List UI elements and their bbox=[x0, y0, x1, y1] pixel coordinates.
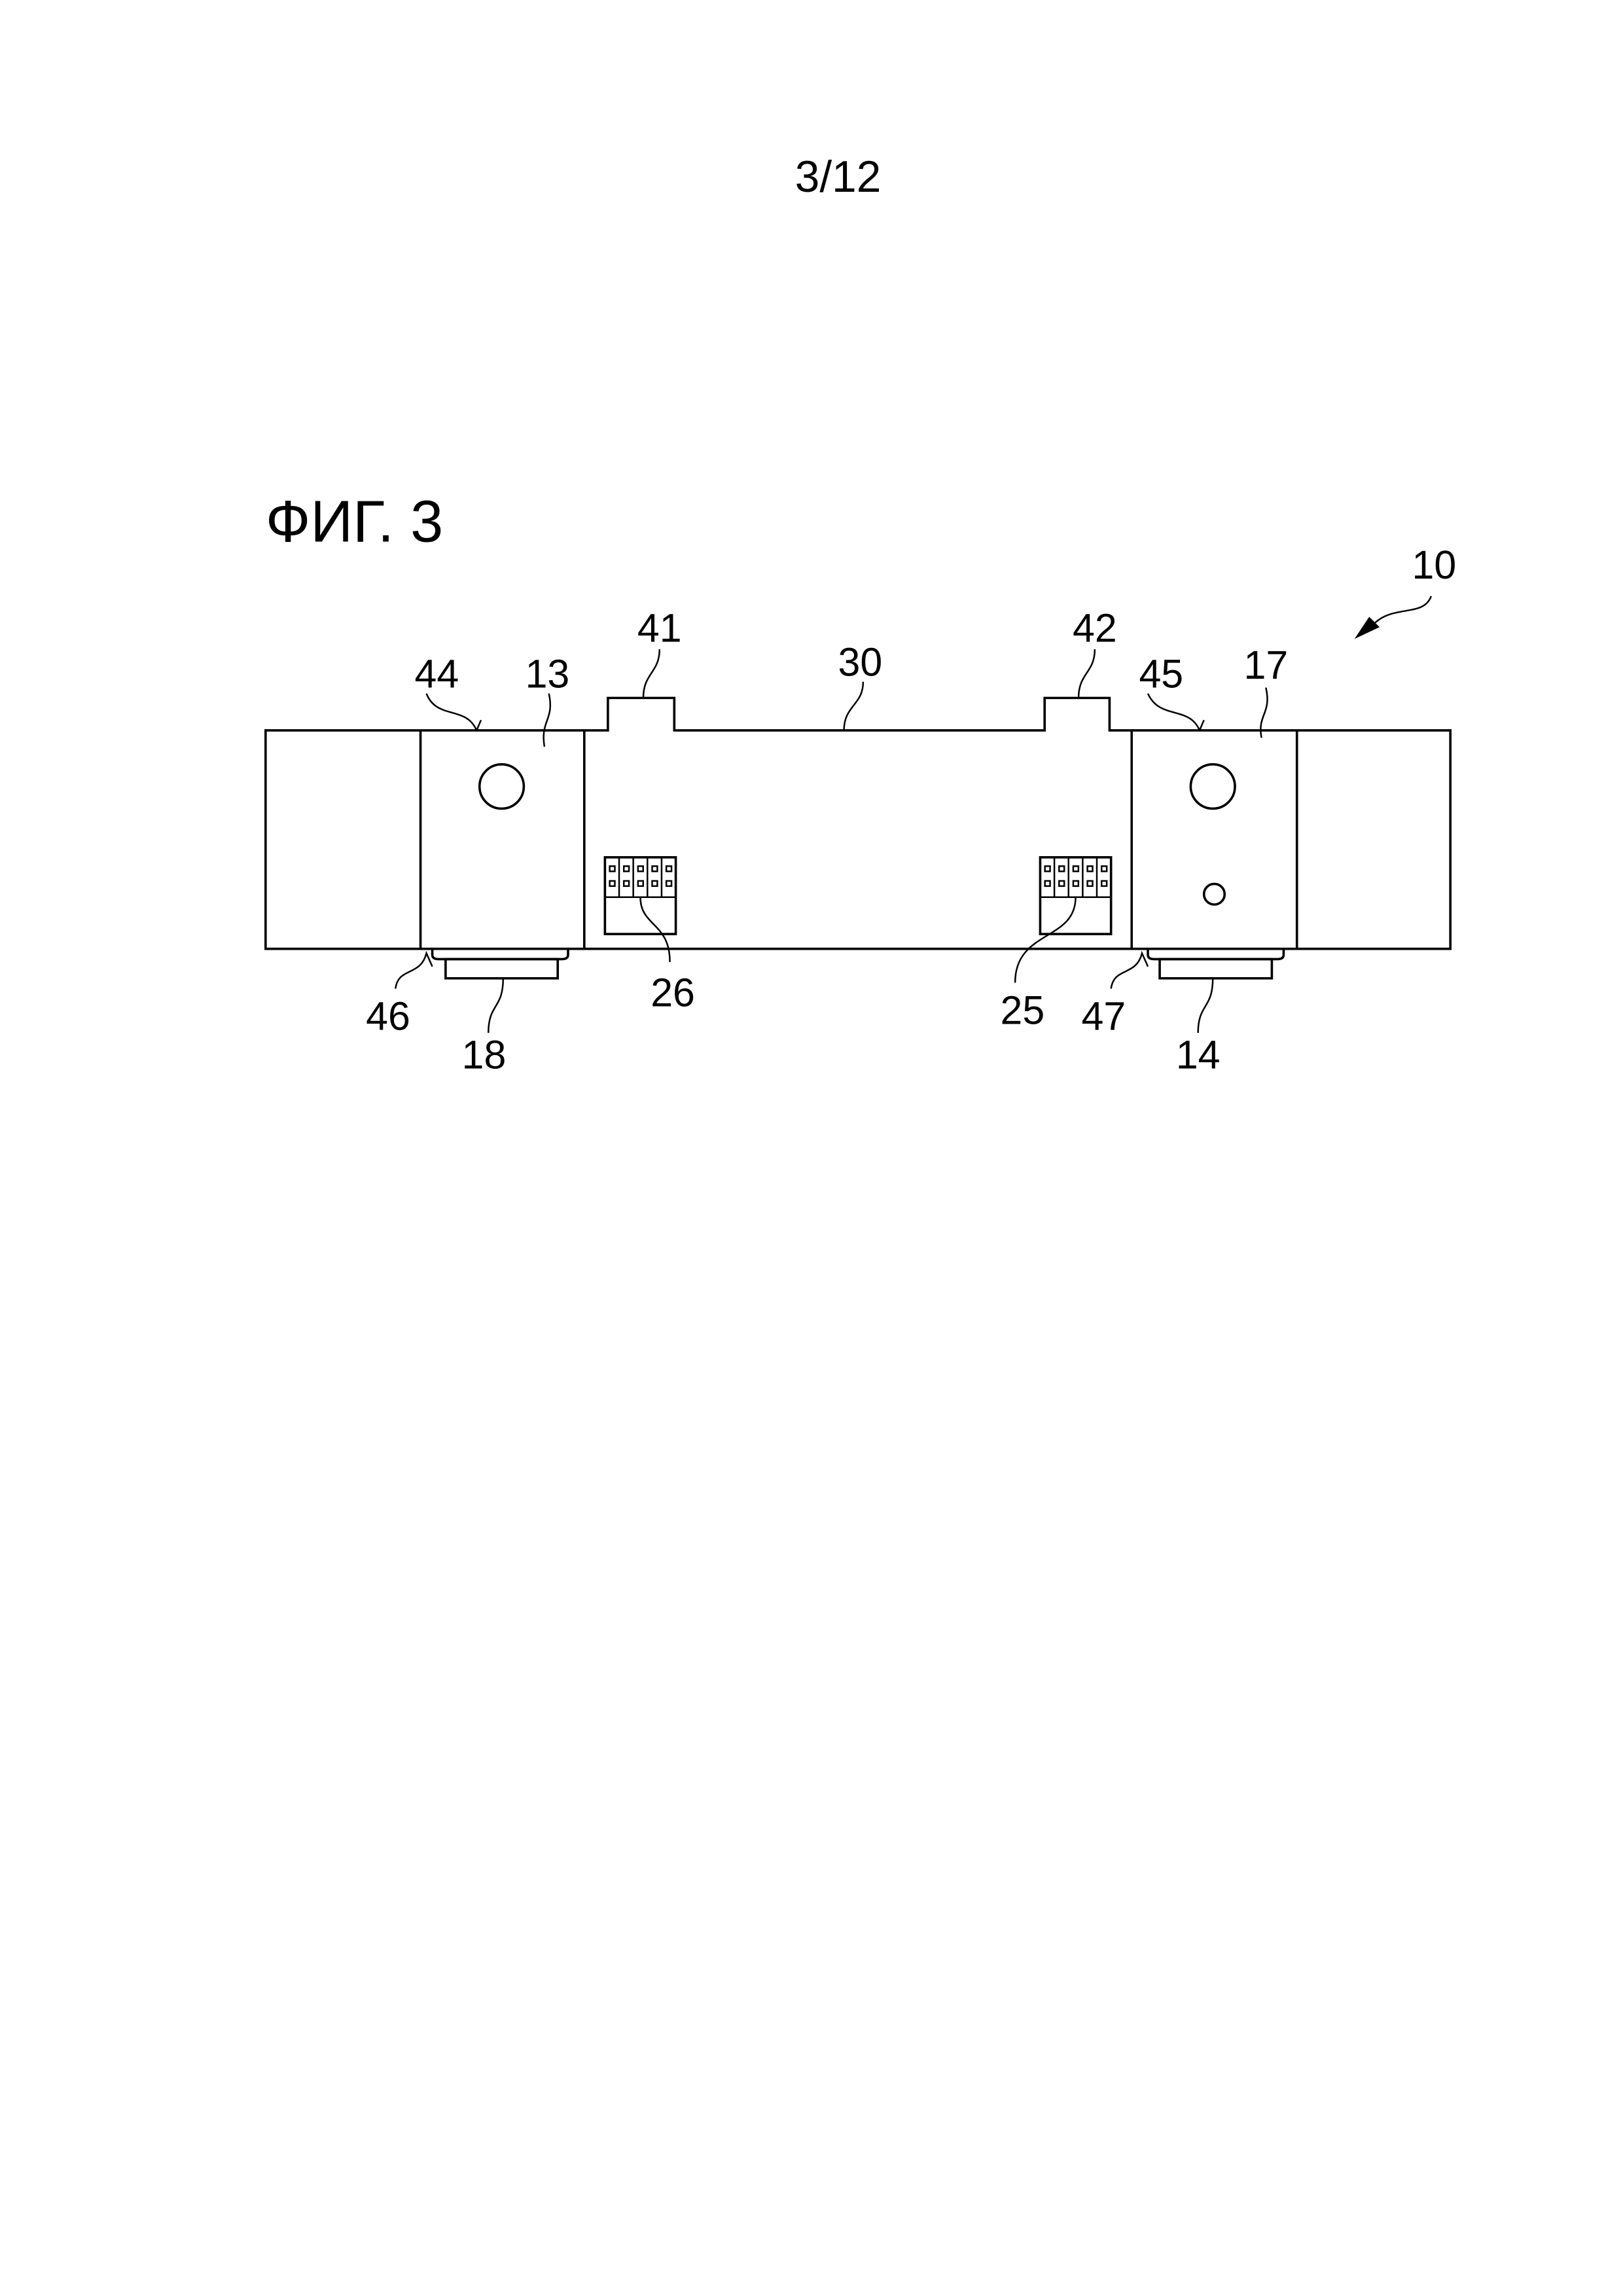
terminal-pin bbox=[1058, 880, 1065, 888]
terminal-pin bbox=[665, 880, 673, 888]
leader-17 bbox=[1260, 687, 1268, 738]
terminal-block-right bbox=[1039, 856, 1113, 935]
label-26: 26 bbox=[651, 971, 695, 1015]
connector-left-flange bbox=[431, 948, 569, 961]
label-18: 18 bbox=[462, 1032, 507, 1077]
terminal-pin bbox=[651, 880, 658, 888]
leader-45 bbox=[1147, 693, 1205, 731]
hole-right bbox=[1189, 763, 1236, 810]
terminal-pin bbox=[1072, 865, 1080, 872]
leader-44 bbox=[425, 693, 482, 731]
leader-26 bbox=[639, 897, 671, 962]
leader-13 bbox=[543, 693, 552, 747]
label-46: 46 bbox=[366, 994, 410, 1039]
label-17: 17 bbox=[1244, 643, 1289, 687]
leader-46 bbox=[395, 950, 433, 989]
page-number: 3/12 bbox=[795, 152, 882, 202]
connector-right bbox=[1158, 958, 1274, 980]
terminal-block-body bbox=[1039, 856, 1113, 935]
leader-42 bbox=[1077, 649, 1096, 698]
terminal-pin bbox=[665, 865, 673, 872]
terminal-pin bbox=[1086, 880, 1094, 888]
terminal-pin bbox=[1086, 865, 1094, 872]
leader-18 bbox=[488, 978, 505, 1033]
terminal-pin bbox=[637, 865, 645, 872]
label-13: 13 bbox=[526, 652, 570, 696]
leader-25 bbox=[1014, 897, 1077, 983]
terminal-pin bbox=[609, 880, 616, 888]
label-10: 10 bbox=[1412, 543, 1457, 587]
hole-left bbox=[478, 763, 526, 810]
device-drawing bbox=[264, 596, 1452, 1033]
label-47: 47 bbox=[1082, 994, 1126, 1039]
terminal-pin bbox=[1058, 865, 1065, 872]
label-30: 30 bbox=[838, 640, 883, 685]
leader-14 bbox=[1197, 978, 1214, 1033]
terminal-pin bbox=[622, 865, 630, 872]
connector-left bbox=[444, 958, 560, 980]
label-41: 41 bbox=[637, 606, 682, 651]
terminal-pin bbox=[1100, 865, 1108, 872]
terminal-pin bbox=[609, 865, 616, 872]
reference-labels: 10 41 30 42 44 13 45 17 46 18 26 25 47 1… bbox=[366, 543, 1456, 1077]
terminal-pin bbox=[651, 865, 658, 872]
terminal-block-body bbox=[603, 856, 677, 935]
housing-outline bbox=[264, 696, 1452, 950]
connector-right-flange bbox=[1147, 948, 1285, 961]
arrow-10-icon bbox=[1354, 617, 1380, 639]
terminal-pin bbox=[1072, 880, 1080, 888]
terminal-pin bbox=[1044, 880, 1051, 888]
label-45: 45 bbox=[1139, 652, 1183, 696]
terminal-block-left bbox=[603, 856, 677, 935]
leader-30 bbox=[843, 681, 865, 730]
terminal-pin bbox=[1044, 865, 1051, 872]
leader-10 bbox=[1374, 596, 1433, 624]
label-14: 14 bbox=[1176, 1032, 1221, 1077]
leader-41 bbox=[642, 649, 661, 698]
terminal-pin bbox=[637, 880, 645, 888]
terminal-pin bbox=[622, 880, 630, 888]
hole-small-right bbox=[1202, 882, 1226, 906]
figure-title: ФИГ. 3 bbox=[266, 488, 443, 554]
leader-47 bbox=[1110, 950, 1149, 989]
terminal-pin bbox=[1100, 880, 1108, 888]
label-44: 44 bbox=[415, 652, 459, 696]
label-25: 25 bbox=[1001, 988, 1045, 1033]
label-42: 42 bbox=[1073, 606, 1117, 651]
